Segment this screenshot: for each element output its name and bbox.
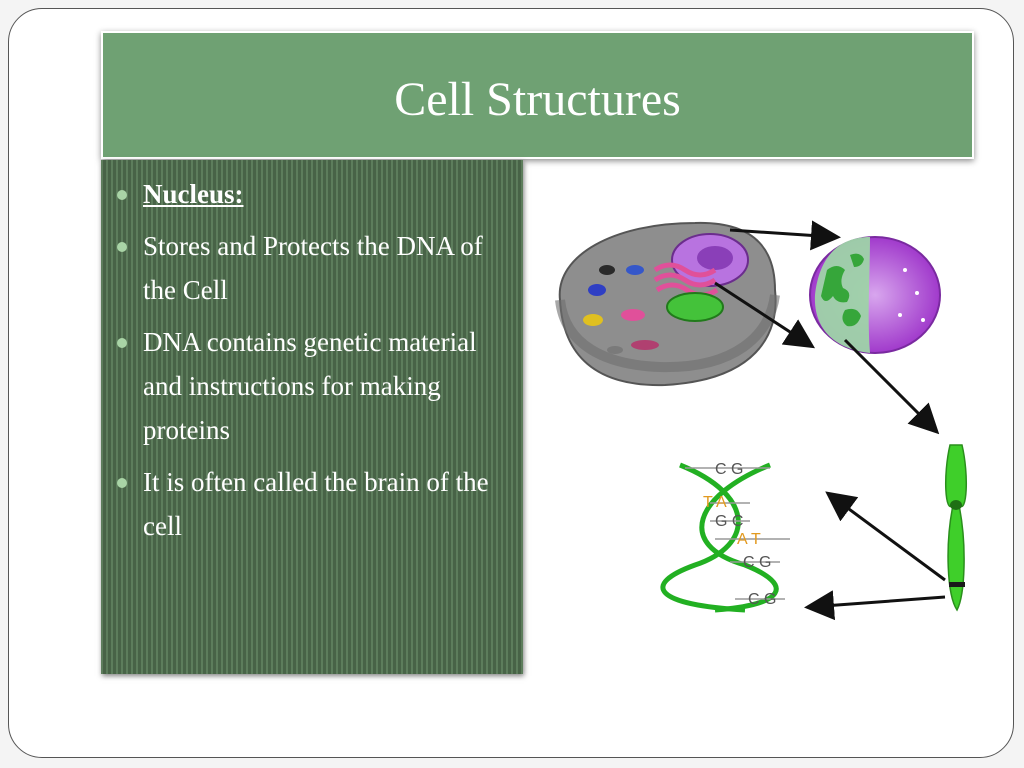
- title-bar: Cell Structures: [101, 31, 974, 159]
- dna-base-pair-label: C G: [748, 591, 776, 608]
- bullet-dot-icon: [117, 190, 127, 200]
- chromosome-illustration: [944, 444, 968, 612]
- content-panel: Nucleus: Stores and Protects the DNA of …: [101, 160, 523, 674]
- dna-helix-illustration: C G T A G C A T C G C G: [660, 461, 790, 613]
- cell-to-dna-diagram: C G T A G C A T C G C G: [555, 220, 968, 621]
- bullet-dot-icon: [117, 338, 127, 348]
- bullet-item: DNA contains genetic material and instru…: [117, 320, 493, 452]
- dna-base-pair-label: G C: [715, 513, 743, 530]
- bullet-item: Nucleus:: [117, 172, 493, 216]
- nucleus-illustration: [809, 236, 941, 354]
- dna-base-pair-label: C G: [743, 554, 771, 571]
- bullet-item: It is often called the brain of the cell: [117, 460, 493, 548]
- bullet-text: Stores and Protects the DNA of the Cell: [143, 231, 483, 305]
- dna-base-pair-label: A T: [737, 531, 761, 548]
- bullet-list: Nucleus: Stores and Protects the DNA of …: [101, 160, 523, 548]
- bullet-text: Nucleus:: [143, 179, 244, 209]
- arrow-icon: [714, 220, 946, 621]
- bullet-text: DNA contains genetic material and instru…: [143, 327, 477, 445]
- bullet-dot-icon: [117, 478, 127, 488]
- dna-base-pair-label: T A: [703, 494, 727, 511]
- bullet-text: It is often called the brain of the cell: [143, 467, 489, 541]
- bullet-dot-icon: [117, 242, 127, 252]
- cell-illustration: [555, 221, 780, 387]
- slide-title: Cell Structures: [394, 72, 681, 126]
- bullet-item: Stores and Protects the DNA of the Cell: [117, 224, 493, 312]
- dna-base-pair-label: C G: [715, 461, 743, 478]
